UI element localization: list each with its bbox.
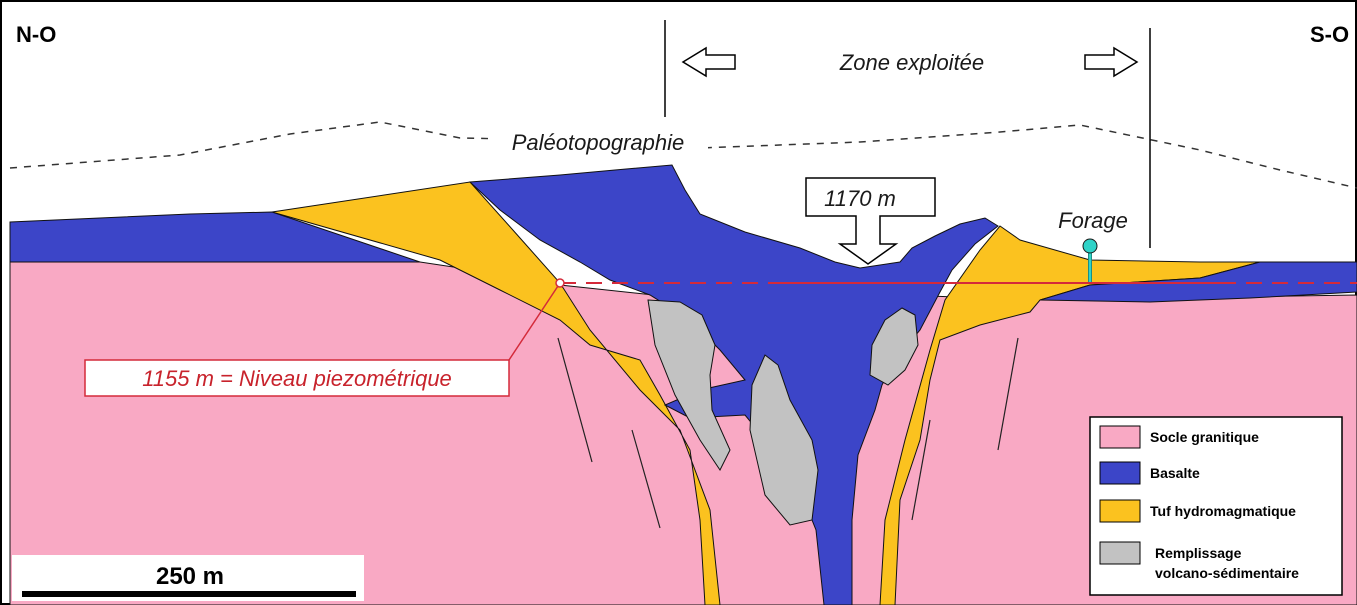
legend-label-granite: Socle granitique [1150,429,1259,445]
legend-swatch-tuff [1100,500,1140,522]
legend: Socle granitique Basalte Tuf hydromagmat… [1090,417,1342,595]
well-head-icon [1083,239,1097,253]
legend-swatch-granite [1100,426,1140,448]
piezo-label: 1155 m = Niveau piezométrique [142,366,452,391]
legend-swatch-basalt [1100,462,1140,484]
water-table-marker [556,279,564,287]
zone-label: Zone exploitée [839,50,984,75]
scale-label: 250 m [156,563,224,590]
well-label: Forage [1058,208,1128,233]
elevation-label: 1170 m [824,186,896,211]
legend-label-tuff: Tuf hydromagmatique [1150,503,1296,519]
orientation-left: N-O [16,22,56,47]
legend-swatch-fill [1100,542,1140,564]
legend-label-basalt: Basalte [1150,465,1200,481]
legend-label-fill: Remplissage [1155,545,1242,561]
paleo-label: Paléotopographie [512,130,684,155]
legend-label-fill-2: volcano-sédimentaire [1155,565,1299,581]
orientation-right: S-O [1310,22,1349,47]
